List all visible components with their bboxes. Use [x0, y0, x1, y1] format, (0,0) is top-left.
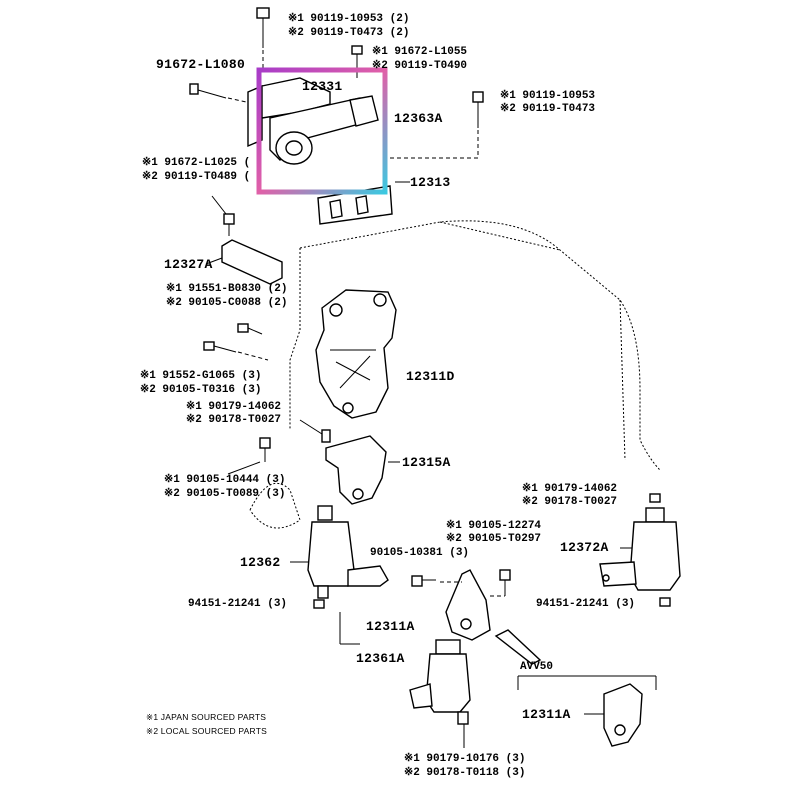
label-avv50: AVV50 — [520, 661, 554, 673]
label-nut-90179-2: ※2 90178-T0027 — [186, 414, 282, 426]
label-bolt-90105-2: ※2 90105-T0089 (3) — [164, 488, 286, 500]
insulator-12361a-icon — [409, 639, 471, 748]
bracket-12315a-icon — [325, 435, 400, 505]
label-bolt-top-2: ※2 90119-T0473 (2) — [288, 27, 410, 39]
top-bolt-icon — [256, 7, 270, 68]
bolt-91552-icon — [203, 341, 269, 361]
bolt-90105-10444-icon — [227, 437, 271, 475]
label-91672-l1080: 91672-L1080 — [156, 57, 246, 72]
label-12331: 12331 — [302, 79, 343, 94]
label-nut-right-2: ※2 90178-T0027 — [522, 496, 618, 508]
bracket-12311a-bottom-icon — [584, 683, 643, 747]
label-12361a: 12361A — [356, 651, 405, 666]
footnote-japan-sourced: ※1 JAPAN SOURCED PARTS — [146, 712, 267, 722]
label-12311a-mid: 12311A — [366, 619, 415, 634]
label-washer-left: 94151-21241 (3) — [188, 598, 288, 610]
label-bolt-right-2: ※2 90119-T0473 — [500, 103, 596, 115]
label-bolt-top-right-2: ※2 90119-T0490 — [372, 60, 468, 72]
label-bolt-91551-2: ※2 90105-C0088 (2) — [166, 297, 288, 309]
bolt-right-icon — [390, 91, 484, 159]
bracket-12311d-icon — [315, 289, 397, 419]
stay-12327a-icon — [205, 239, 283, 285]
label-12311a-bottom: 12311A — [522, 707, 571, 722]
label-nut-90179-1: ※1 90179-14062 — [186, 401, 282, 413]
bolt-91551-icon — [237, 323, 263, 335]
bracket-12311a-mid-icon — [440, 569, 505, 641]
label-nut-bottom-1: ※1 90179-10176 (3) — [404, 753, 526, 765]
label-12372a: 12372A — [560, 540, 609, 555]
label-bolt-91551-1: ※1 91551-B0830 (2) — [166, 283, 288, 295]
label-12362: 12362 — [240, 555, 281, 570]
label-12363a: 12363A — [394, 111, 443, 126]
label-bolt-90105-1: ※1 90105-10444 (3) — [164, 474, 286, 486]
label-washer-right: 94151-21241 (3) — [536, 598, 636, 610]
nut-left-icon — [299, 419, 331, 443]
label-bolt-91552-2: ※2 90105-T0316 (3) — [140, 384, 262, 396]
bolt-90105-12274-icon — [499, 569, 511, 596]
arrow-icon — [494, 629, 542, 665]
label-bolt-left-1: ※1 91672-L1025 ( — [142, 157, 251, 169]
bolt-91672-l1055-icon — [351, 45, 363, 78]
label-bolt-left-2: ※2 90119-T0489 ( — [142, 171, 251, 183]
label-12315a: 12315A — [402, 455, 451, 470]
bolt-91672-icon — [189, 83, 256, 105]
label-bolt-91552-1: ※1 91552-G1065 (3) — [140, 370, 262, 382]
footnote-local-sourced: ※2 LOCAL SOURCED PARTS — [146, 726, 267, 736]
bolt-90105-10381-icon — [411, 575, 436, 587]
label-bolt-12274-1: ※1 90105-12274 — [446, 520, 542, 532]
avv50-bracket-lines — [517, 675, 657, 690]
label-nut-right-1: ※1 90179-14062 — [522, 483, 618, 495]
label-bolt-10381: 90105-10381 (3) — [370, 547, 470, 559]
label-nut-bottom-2: ※2 90178-T0118 (3) — [404, 767, 526, 779]
label-bolt-right-1: ※1 90119-10953 — [500, 90, 596, 102]
insulator-12362-icon — [290, 505, 389, 599]
bracket-12313-icon — [317, 181, 410, 225]
label-12311d: 12311D — [406, 369, 455, 384]
label-bolt-12274-2: ※2 90105-T0297 — [446, 533, 542, 545]
label-12327a: 12327A — [164, 257, 213, 272]
label-bolt-top-1: ※1 90119-10953 (2) — [288, 13, 410, 25]
insulator-12372a-icon — [599, 493, 681, 607]
bolt-91672-l1025-icon — [211, 195, 235, 236]
highlight-frame — [256, 67, 388, 195]
engine-block-outline — [289, 220, 661, 471]
washer-left-icon — [313, 599, 325, 609]
label-bolt-top-right-1: ※1 91672-L1055 — [372, 46, 468, 58]
label-12313: 12313 — [410, 175, 451, 190]
